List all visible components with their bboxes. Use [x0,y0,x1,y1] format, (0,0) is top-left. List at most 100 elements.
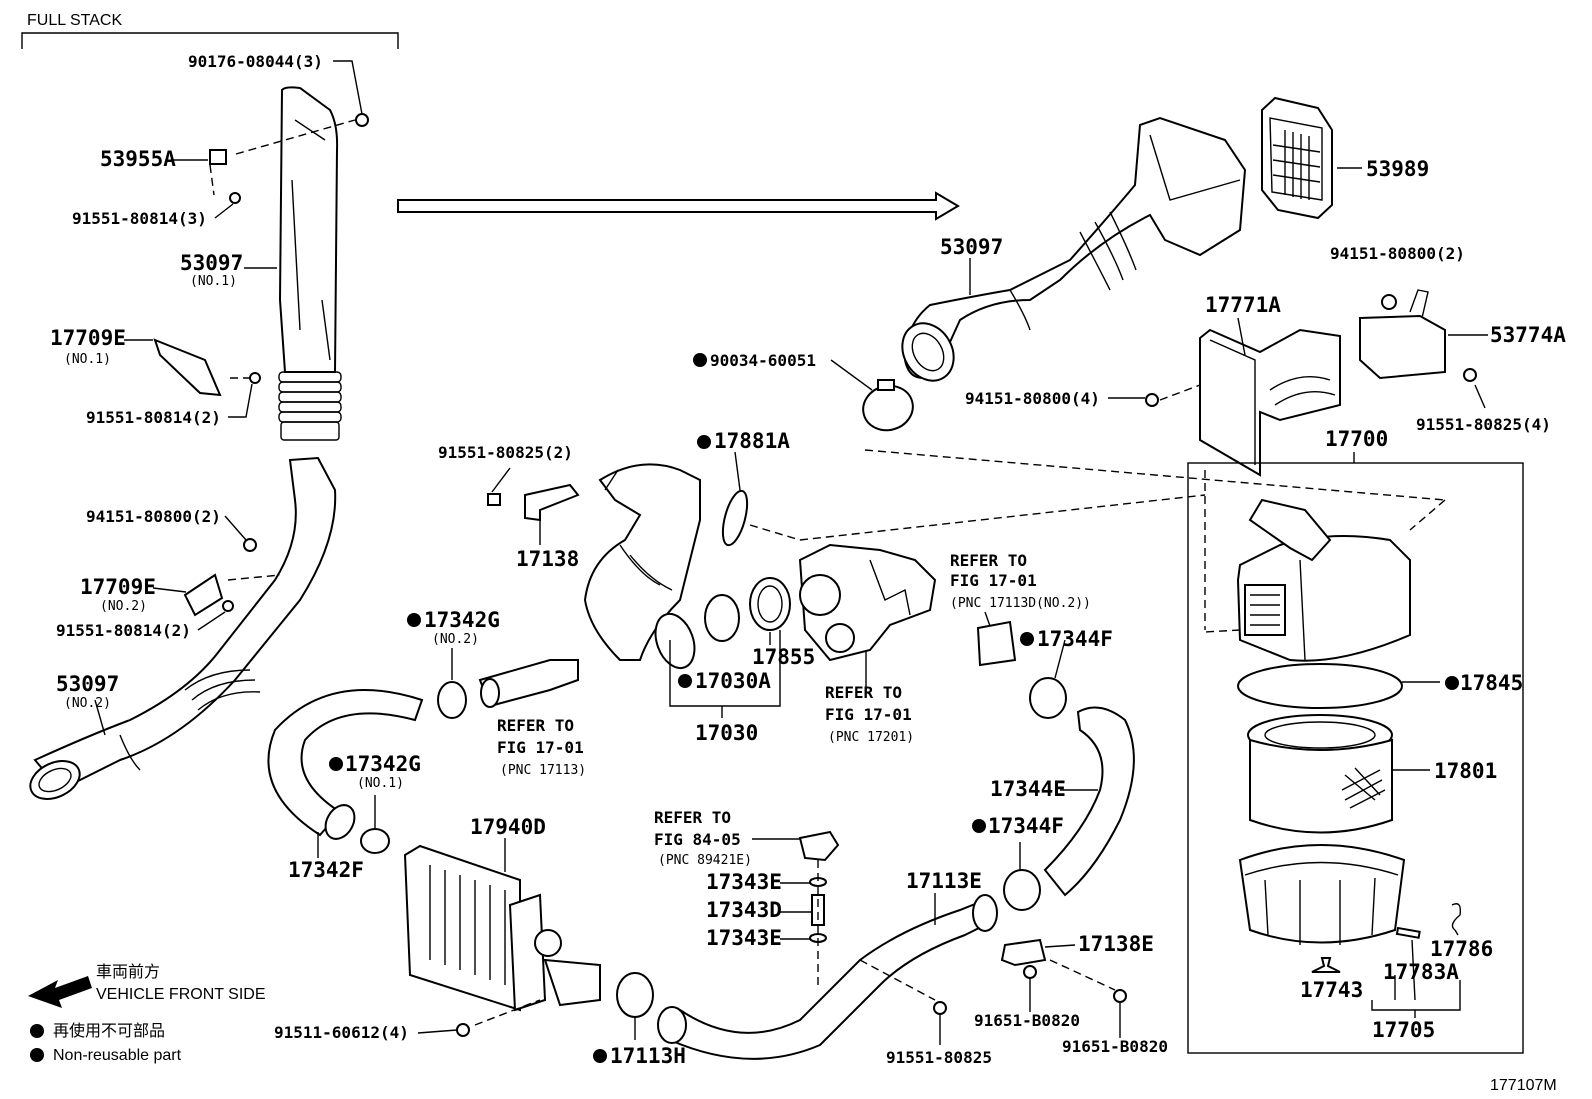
clamp-17113h-part [616,972,654,1018]
label-ref3-a: REFER TO [825,683,902,702]
legend-nonreuse-en: Non-reusable part [53,1047,182,1064]
label-94151-80800-4: 94151-80800(4) [965,389,1100,408]
label-ref4-b: FIG 84-05 [654,830,741,849]
bolt-icon [229,192,241,204]
figure-id: 177107M [1490,1077,1557,1094]
label-ref3-c: (PNC 17201) [828,730,914,745]
leader-lines [94,60,1488,1045]
clamp-screw-part [877,379,895,391]
nut-icon [243,538,257,552]
label-53097-no1: 53097 [180,251,243,275]
label-17343e-a: 17343E [706,870,782,894]
turbocharger-part [798,543,937,662]
o-ring-17845-part [1237,663,1403,709]
label-91651-b0820-b: 91651-B0820 [1062,1037,1168,1056]
clamp-17344f-a-part [1029,677,1067,719]
clamp-17344f-b-part [1003,869,1041,911]
nut-icon [355,113,369,127]
label-90176-08044: 90176-08044(3) [188,52,323,71]
hose-17344e-part [1043,706,1135,897]
non-reusable-markers [30,353,1459,1063]
legend: 車両前方 VEHICLE FRONT SIDE 再使用不可部品 Non-reus… [53,963,266,1064]
label-17771a: 17771A [1205,293,1281,317]
bracket-17709e-no2-icon [183,573,224,617]
label-ref2-c: (PNC 17113) [500,763,586,778]
air-cleaner-case-part [1238,844,1406,945]
label-ref1-b: FIG 17-01 [950,571,1037,590]
label-17709e-no2-sub: (NO.2) [100,599,147,614]
label-17855: 17855 [752,645,815,669]
bracket-53955a-icon [209,149,227,165]
snorkel-upper-part [278,86,342,441]
bolt-icon [1113,989,1127,1003]
nut-icon [1145,393,1159,407]
label-91551-80814-2b: 91551-80814(2) [56,621,191,640]
snorkel-cap-part [1261,96,1333,220]
label-91551-80825-4: 91551-80825(4) [1416,415,1551,434]
label-53955a: 53955A [100,147,176,171]
clamp-17881a-part [721,489,749,547]
bracket-17709e-no1-icon [153,338,222,397]
snorkel-lower-part [29,456,337,800]
filter-element-17801-part [1247,714,1393,834]
label-17801: 17801 [1434,759,1497,783]
nut-icon [1381,294,1397,310]
label-53097-full: 53097 [940,235,1003,259]
sensor-ref-89421e-part [798,830,840,862]
label-17705: 17705 [1372,1018,1435,1042]
label-17709e-no1: 17709E [50,326,126,350]
label-17743: 17743 [1300,978,1363,1002]
label-53097-no2: 53097 [56,672,119,696]
label-17342g-no1: 17342G [345,752,421,776]
legend-front-jp: 車両前方 [96,963,160,981]
bolt-icon [933,1001,947,1015]
label-ref2-b: FIG 17-01 [497,738,584,757]
label-ref3-b: FIG 17-01 [825,705,912,724]
label-53774a: 53774A [1490,323,1566,347]
label-17113e: 17113E [906,869,982,893]
label-ref2-a: REFER TO [497,716,574,735]
snorkel-head-part [901,116,1247,382]
air-cleaner-assembly-box [1187,462,1524,1054]
label-ref1-a: REFER TO [950,551,1027,570]
label-17138: 17138 [516,547,579,571]
label-94151-80800-2a: 94151-80800(2) [86,507,221,526]
dashed-connections [209,119,1446,1026]
label-17113h: 17113H [610,1044,686,1068]
bolt-icon [1463,368,1477,382]
label-91551-80825: 91551-80825 [886,1048,992,1067]
label-17845: 17845 [1460,671,1523,695]
clamp-17342g-no1-part [360,828,390,854]
part-labels: 90176-08044(3) 53955A 91551-80814(3) 530… [50,52,1566,1068]
label-91551-80825-2: 91551-80825(2) [438,443,573,462]
vehicle-front-arrow-icon [28,976,92,1008]
legend-nonreuse-jp: 再使用不可部品 [53,1022,165,1040]
label-91511-60612: 91511-60612(4) [274,1023,409,1042]
label-17342f: 17342F [288,858,364,882]
intake-hose-17030-part [583,463,701,670]
clip-17743-icon [1311,957,1341,973]
label-17940d: 17940D [470,815,546,839]
bracket-17138e-part [1000,938,1047,967]
label-17138e: 17138E [1078,932,1154,956]
label-17342g-no2-sub: (NO.2) [432,632,479,647]
intercooler-17940d-part [403,844,601,1012]
label-17342g-no1-sub: (NO.1) [357,776,404,791]
label-17030: 17030 [695,721,758,745]
pipe-17113e-part [657,894,998,1060]
clamp-17342g-no2-part [437,681,467,719]
label-17700: 17700 [1325,427,1388,451]
label-17709e-no2: 17709E [80,575,156,599]
bolt-icon [249,372,261,384]
label-ref4-a: REFER TO [654,808,731,827]
legend-front-en: VEHICLE FRONT SIDE [96,986,266,1003]
label-17343e-b: 17343E [706,926,782,950]
bolt-icon [1023,965,1037,979]
pin-17783a-icon [1395,926,1421,939]
label-17342g-no2: 17342G [424,608,500,632]
bolt-91551-80825-part [487,493,501,506]
full-stack-label: FULL STACK [27,12,122,29]
flange-ref-17113d-icon [976,620,1017,667]
label-91551-80814-2a: 91551-80814(2) [86,408,221,427]
